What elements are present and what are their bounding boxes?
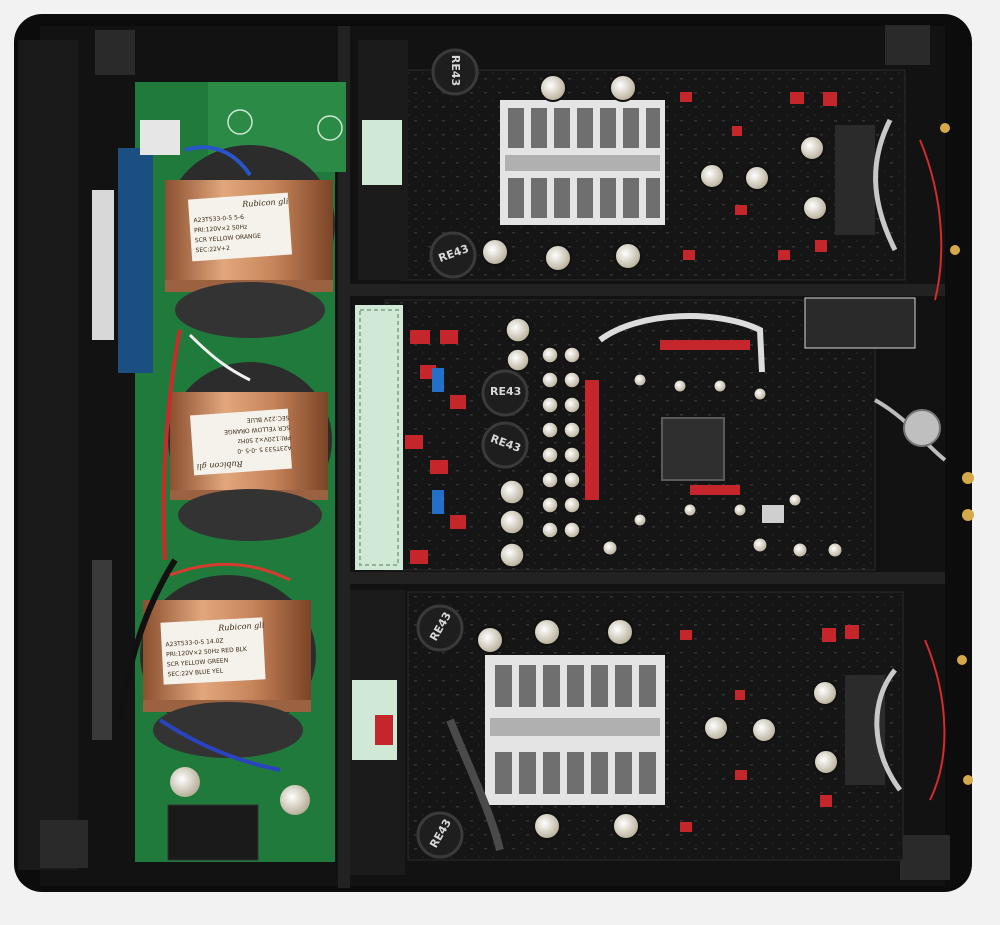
divider-horizontal-bottom [345, 572, 945, 584]
filter-capacitor [280, 785, 310, 815]
relay-grid [508, 108, 660, 218]
wire-bundle [158, 718, 281, 772]
ribbon-cable [446, 718, 504, 851]
corner-bracket [40, 820, 88, 868]
rear-wiring-red [924, 639, 946, 801]
ac-socket [92, 190, 114, 340]
capacitors-bottom [476, 618, 839, 840]
capacitor-array [499, 317, 581, 568]
rear-wiring-bottom [874, 668, 903, 792]
smd-parts-top [680, 92, 837, 260]
inductor [429, 231, 477, 279]
rca-jack [962, 509, 974, 521]
divider-horizontal-top [345, 284, 945, 296]
rca-jack [957, 655, 967, 665]
filter-capacitor [170, 767, 200, 797]
heatsink-left-bottom [167, 804, 259, 861]
trim-pot [432, 490, 444, 514]
wire-bundle [161, 329, 182, 561]
chassis-left-wall [18, 40, 78, 870]
corner-bracket [95, 30, 135, 75]
transformer-label-paper [187, 192, 293, 262]
transformer-label-paper [190, 408, 292, 476]
small-caps-middle [602, 373, 843, 558]
corner-bracket [900, 835, 950, 880]
rca-jack [940, 123, 950, 133]
inductor [481, 421, 529, 469]
pcb-marking [317, 115, 343, 141]
rca-jack [963, 775, 973, 785]
crystal-oscillator [762, 505, 784, 523]
corner-bracket [885, 25, 930, 65]
rear-wiring-red [919, 139, 943, 301]
resistor-row [505, 155, 660, 171]
transformer-label-paper [160, 617, 266, 685]
wire-bundle [169, 562, 291, 582]
rca-jack [962, 472, 974, 484]
wire-bundle [117, 558, 178, 721]
dsp-chip [661, 417, 725, 481]
rca-jack [950, 245, 960, 255]
heatsink-middle [355, 305, 403, 570]
ribbon-cable [598, 313, 765, 373]
inductor [416, 811, 464, 859]
inductor [481, 369, 529, 417]
volume-pot [903, 409, 941, 447]
wire-bundle [184, 145, 252, 177]
capacitors-top [481, 74, 828, 272]
resistor-row [490, 718, 660, 736]
rear-wiring-top [873, 118, 898, 252]
ac-terminal [92, 560, 112, 740]
fuse-holder [140, 120, 180, 155]
relay-grid [495, 665, 656, 794]
trim-pot [432, 368, 444, 392]
connector-strip [118, 148, 153, 373]
dac-board-middle [384, 299, 876, 571]
wire-bundle [188, 333, 251, 382]
input-module [804, 297, 916, 349]
heatsink-top [358, 40, 408, 280]
output-relays-top [835, 125, 875, 235]
divider-vertical [338, 26, 350, 888]
pcb-marking [227, 109, 253, 135]
inductor [416, 604, 464, 652]
inductor [431, 48, 479, 96]
smd-parts-bottom [375, 625, 859, 832]
